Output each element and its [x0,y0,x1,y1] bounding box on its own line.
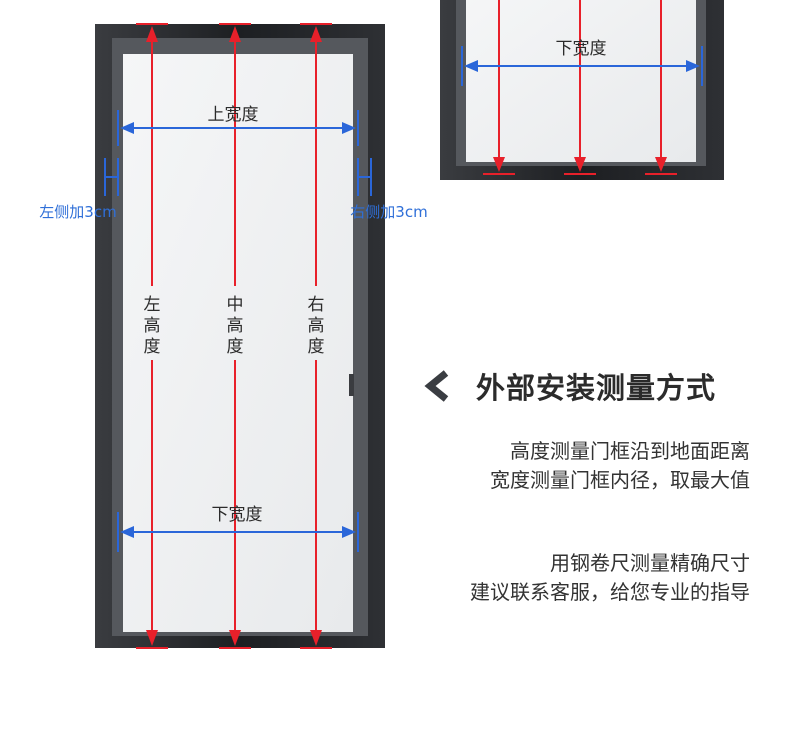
svg-text:高: 高 [144,316,161,336]
svg-text:左: 左 [144,295,161,315]
door-glass-panel [123,54,353,632]
inset-left-height-arrow [483,0,515,175]
svg-text:高: 高 [227,316,244,336]
bottom-width-arrow [117,512,359,552]
middle-height-arrow [219,23,251,649]
left-height-arrow [136,23,168,649]
right-height-arrow [300,23,332,649]
inset-bottom-width-arrow [461,46,703,86]
left-add-label: 左侧加3cm [39,203,116,221]
note-line: 宽度测量门框内径，取最大值 [490,468,750,492]
measurement-note: 高度测量门框沿到地面距离 宽度测量门框内径，取最大值 [370,437,750,495]
svg-text:中: 中 [227,295,244,315]
section-title: 外部安装测量方式 [476,371,717,405]
bottom-width-label: 下宽度 [212,505,263,525]
height-arrows [136,23,332,649]
svg-text:度: 度 [144,337,161,357]
inset-middle-height-arrow [564,0,596,175]
note-line: 用钢卷尺测量精确尺寸 [550,551,750,575]
top-width-label: 上宽度 [208,105,259,125]
middle-height-label: 中 高 度 [227,295,244,357]
inset-door [440,0,724,180]
inset-right-height-arrow [645,0,677,175]
left-height-label: 左 高 度 [144,295,161,357]
note-line: 建议联系客服，给您专业的指导 [470,580,750,604]
svg-text:高: 高 [308,316,325,336]
inset-height-arrows [483,0,677,175]
door-handle [349,374,354,396]
svg-text:度: 度 [227,337,244,357]
section-heading: 外部安装测量方式 [420,362,760,410]
left-side-marker [104,158,119,196]
svg-text:度: 度 [308,337,325,357]
svg-text:右: 右 [308,295,325,315]
inset-bottom-width-label: 下宽度 [556,39,607,59]
right-add-label: 右侧加3cm [350,203,427,221]
chevron-left-icon [420,369,454,403]
top-width-arrow [117,110,359,146]
right-height-label: 右 高 度 [308,295,325,357]
note-line: 高度测量门框沿到地面距离 [510,439,750,463]
right-side-marker [357,158,372,196]
tool-advice-note: 用钢卷尺测量精确尺寸 建议联系客服，给您专业的指导 [370,549,750,607]
